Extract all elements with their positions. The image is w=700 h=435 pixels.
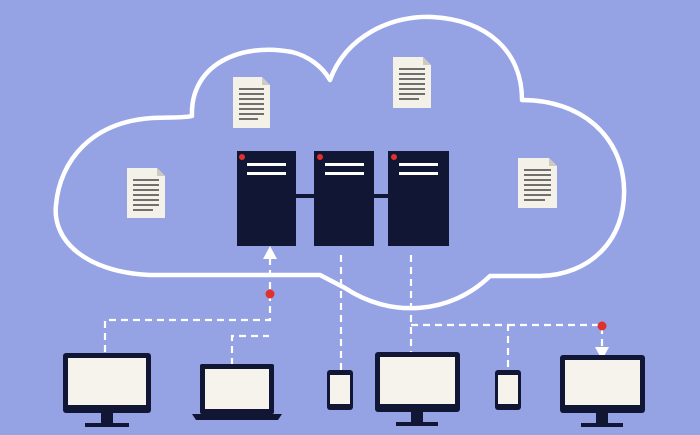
monitor-icon [63, 353, 151, 427]
server-rack-icon [237, 151, 296, 246]
document-icon [233, 77, 270, 128]
server-link [372, 194, 390, 198]
connector-server3-to-monitor3 [508, 323, 604, 348]
connector-lines [103, 255, 604, 370]
document-icon [127, 168, 165, 218]
smartphone-icon [495, 370, 521, 410]
connector-dot [597, 321, 607, 331]
cloud-outline [53, 14, 627, 311]
server-rack-icon [314, 151, 374, 246]
connector-laptop-to-server1 [230, 334, 269, 365]
server-link [294, 194, 316, 198]
laptop-icon [192, 364, 282, 420]
upload-arrow-icon [263, 246, 277, 259]
document-icon [518, 158, 557, 208]
connector-monitor1-to-server1 [103, 258, 272, 352]
document-icon [393, 57, 431, 108]
server-rack-icon [388, 151, 449, 246]
server-cluster [237, 151, 449, 246]
smartphone-icon [327, 370, 353, 410]
download-arrow-icon [595, 347, 609, 360]
monitor-icon [375, 352, 460, 426]
connector-dot [265, 289, 275, 299]
monitor-icon [560, 355, 645, 427]
